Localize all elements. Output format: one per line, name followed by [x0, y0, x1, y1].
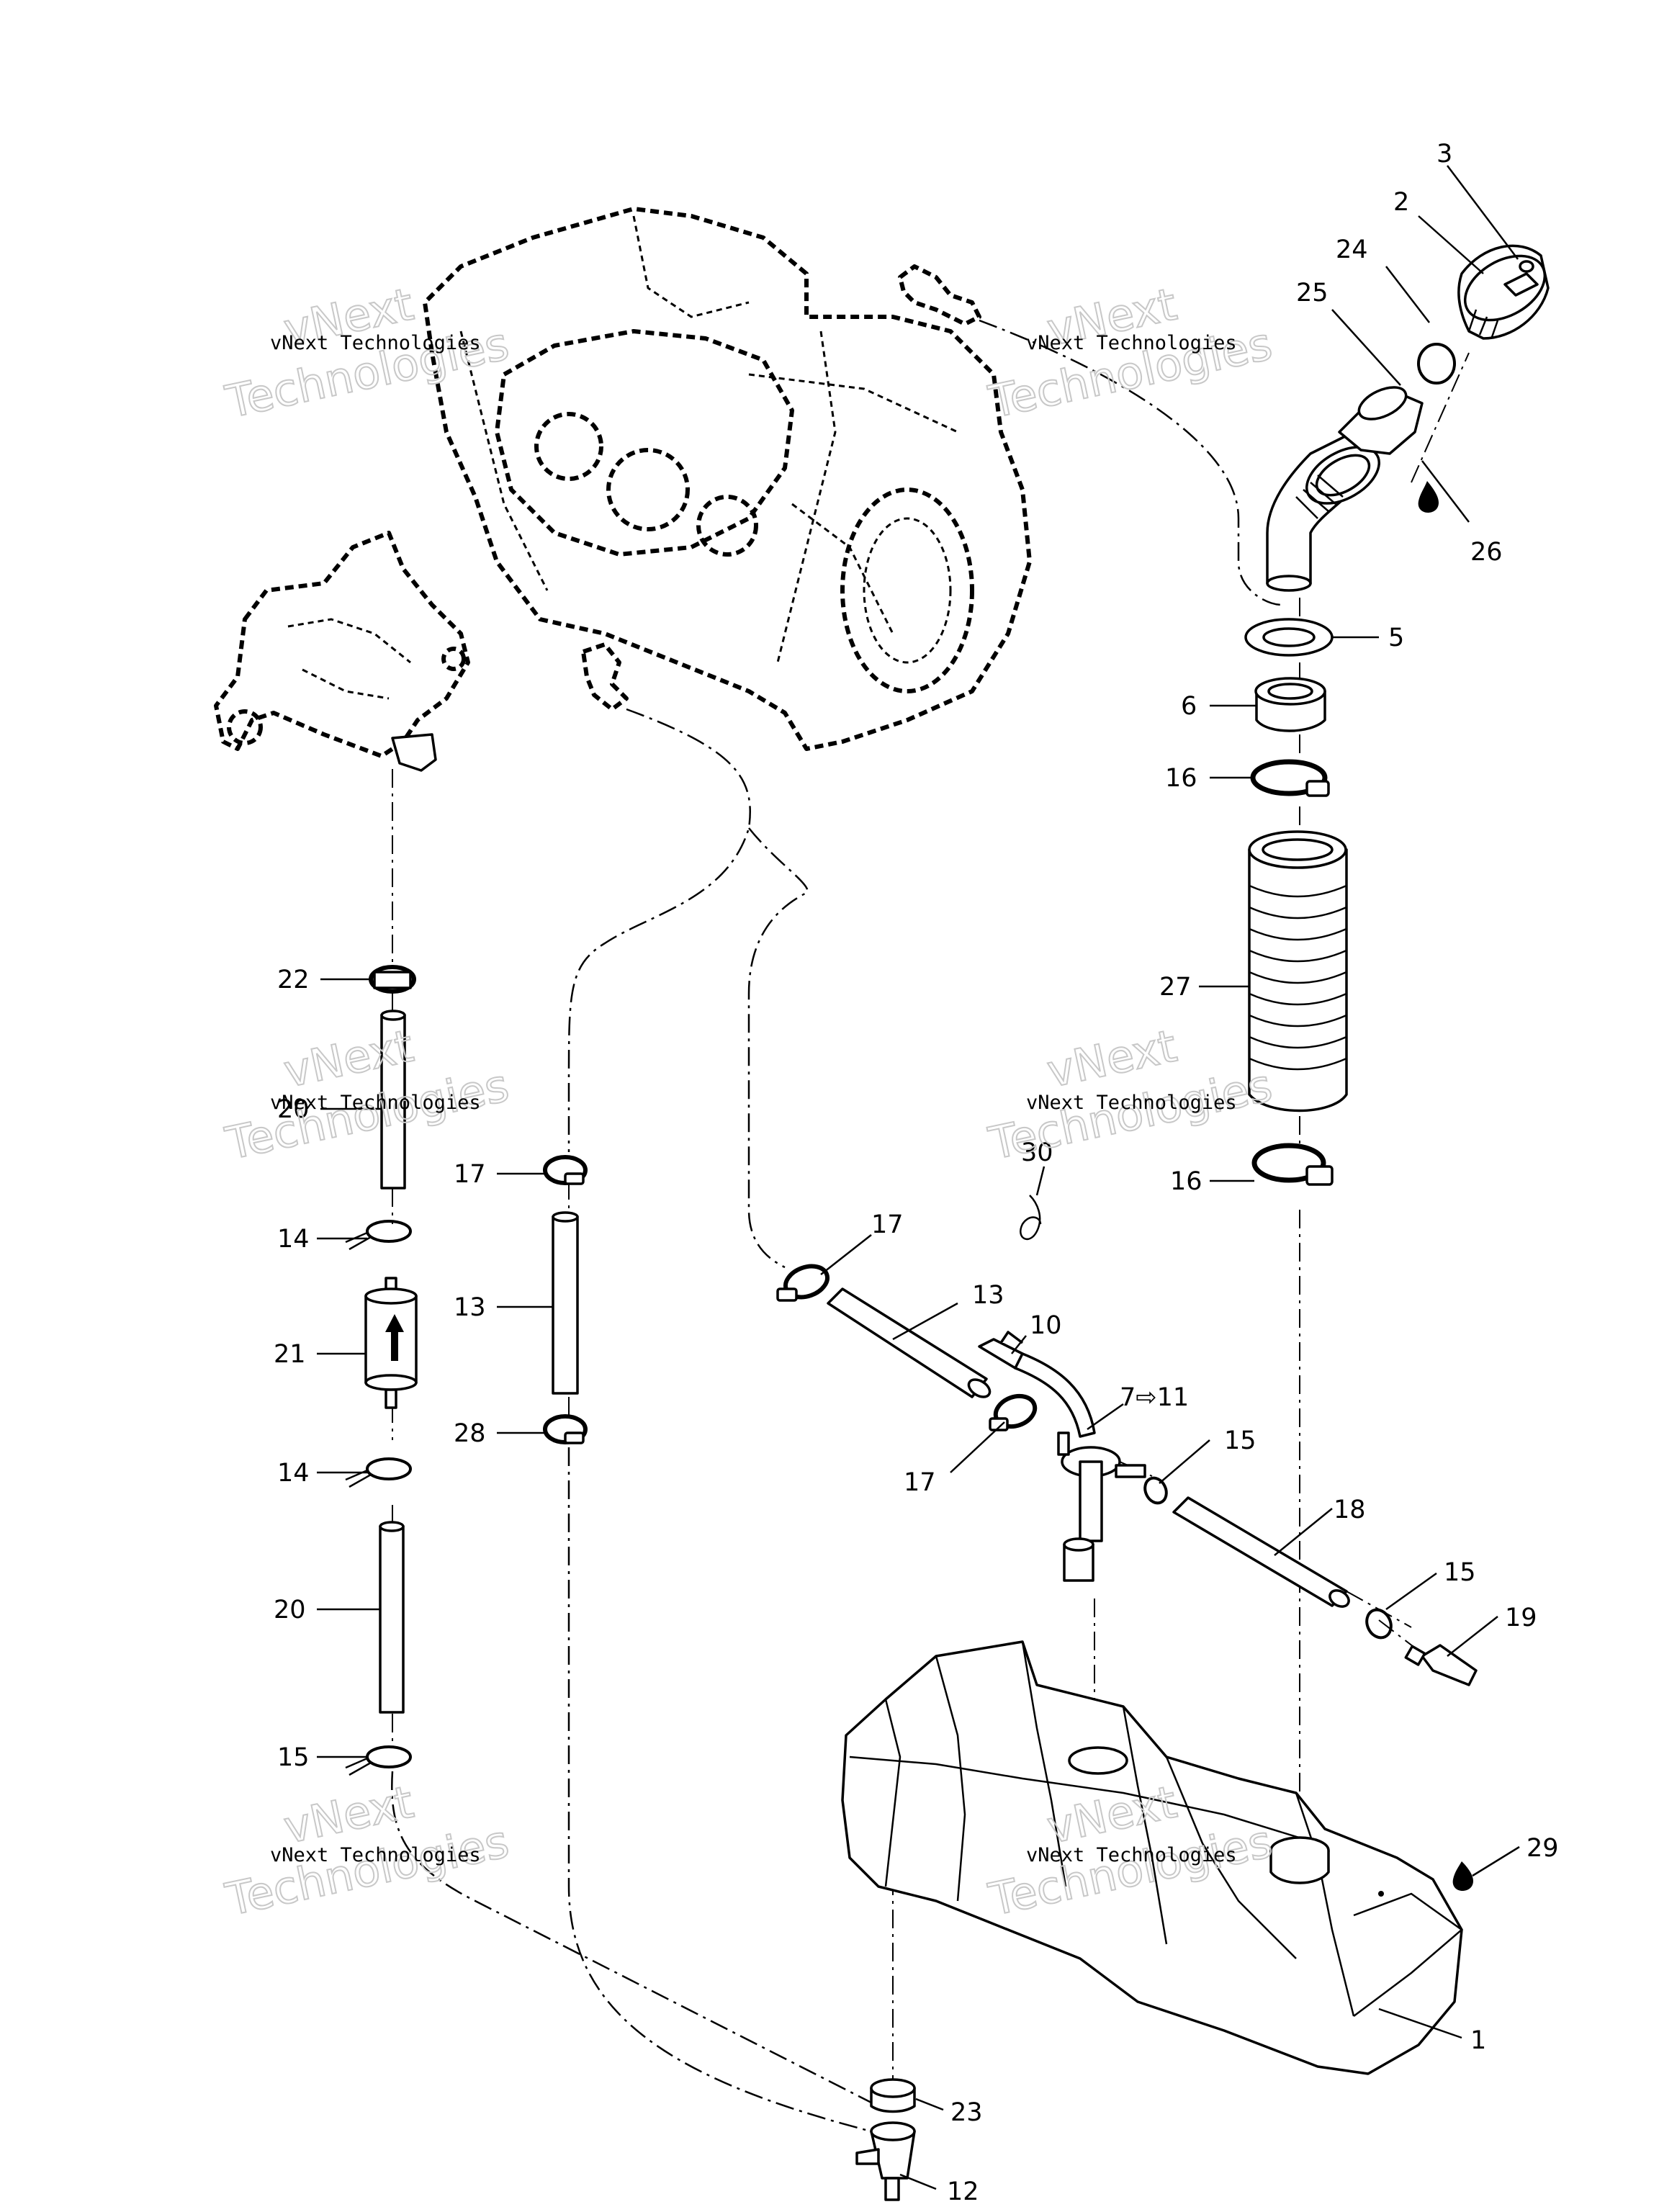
clamp-16-upper: [1250, 759, 1330, 797]
callout-21: 21: [274, 1340, 306, 1369]
callout-19: 19: [1505, 1604, 1537, 1632]
callout-18: 18: [1334, 1496, 1366, 1524]
watermark-top-left: vNext Technologies vNext Technologies: [220, 277, 514, 429]
callout-13-middle: 13: [454, 1293, 486, 1322]
callout-10: 10: [1030, 1311, 1062, 1340]
clamp-17-upper-right: [776, 1264, 830, 1302]
watermark-bottom-left: vNext Technologies vNext Technologies: [220, 1775, 514, 1927]
callout-5: 5: [1388, 624, 1404, 652]
callout-16-lower: 16: [1170, 1167, 1202, 1196]
filler-neck-elbow: [1266, 423, 1380, 592]
callout-17-right-lower: 17: [904, 1468, 936, 1497]
watermark-top-right: vNext Technologies vNext Technologies: [984, 277, 1277, 429]
callout-3: 3: [1437, 140, 1452, 168]
grommet-23: [870, 2078, 916, 2113]
callout-29: 29: [1527, 1834, 1559, 1863]
callout-28: 28: [454, 1419, 486, 1448]
callout-1: 1: [1470, 2026, 1486, 2055]
clamp-14-upper: [345, 1220, 412, 1251]
bellows-hose-27: [1248, 830, 1348, 1112]
nut-6: [1254, 677, 1326, 732]
callout-17-right-upper: 17: [871, 1210, 904, 1239]
vent-pin-3: [1519, 260, 1534, 273]
watermark-text: vNext Technologies: [1026, 332, 1237, 354]
fuel-tank-1: [841, 1640, 1464, 2075]
fitting-19: [1404, 1644, 1478, 1686]
clamp-15-right: [1365, 1608, 1393, 1640]
callout-13-right: 13: [972, 1281, 1004, 1310]
nozzle-25: [1338, 386, 1424, 455]
callout-20-upper: 20: [277, 1095, 310, 1124]
watermark-mid-left: vNext Technologies vNext Technologies: [220, 1019, 514, 1171]
hose-20-upper: [380, 1010, 406, 1190]
hose-13-right: [827, 1287, 992, 1398]
check-valve-10: [978, 1331, 1024, 1370]
clamp-17-middle: [543, 1155, 588, 1185]
callout-leaders: [317, 165, 1520, 2190]
tee-fitting-7-11: [1014, 1352, 1146, 1582]
watermark-text: vNext Technologies: [270, 1844, 481, 1866]
callout-30: 30: [1021, 1138, 1053, 1167]
watermark-text: vNext Technologies: [270, 332, 481, 354]
engine-fitting-lower: [581, 642, 629, 711]
callout-26: 26: [1470, 538, 1503, 567]
fuel-pump-ghost-outline: [214, 531, 470, 772]
filler-cap-2: [1457, 244, 1550, 340]
callout-27: 27: [1159, 973, 1192, 1002]
callout-14-lower: 14: [277, 1459, 310, 1488]
watermark-text: vNext Technologies: [1026, 1844, 1237, 1866]
gasket-5: [1244, 618, 1334, 657]
watermark-text: vNext Technologies: [1026, 1092, 1237, 1114]
hose-20-lower: [379, 1521, 405, 1714]
hose-13-middle: [552, 1211, 579, 1395]
callout-7-11: 7⇨11: [1120, 1383, 1189, 1412]
fuel-filter-21: [364, 1277, 418, 1409]
clamp-16-lower: [1251, 1143, 1334, 1186]
callout-22: 22: [277, 966, 310, 994]
callout-14-upper: 14: [277, 1225, 310, 1254]
callout-15-left: 15: [277, 1743, 310, 1772]
clamp-15-center: [1143, 1476, 1168, 1505]
callout-6: 6: [1181, 692, 1197, 721]
callout-23: 23: [950, 2098, 983, 2127]
engine-ghost-outline: [423, 207, 1032, 751]
callout-20-lower: 20: [274, 1596, 306, 1624]
clamp-28: [543, 1414, 588, 1444]
pickup-fitting-12: [855, 2121, 916, 2201]
callout-12: 12: [947, 2177, 979, 2206]
hose-18: [1172, 1496, 1350, 1608]
callout-15-right: 15: [1444, 1558, 1476, 1587]
watermark-mid-right: vNext Technologies vNext Technologies: [984, 1019, 1277, 1171]
callout-15-center: 15: [1224, 1426, 1256, 1455]
callout-2: 2: [1393, 188, 1409, 217]
o-ring-24: [1417, 343, 1456, 385]
watermark-text: vNext Technologies: [270, 1092, 481, 1114]
callout-17-middle: 17: [454, 1160, 486, 1189]
engine-fitting-top-right: [898, 264, 981, 326]
clamp-17-lower-right: [989, 1393, 1038, 1431]
clamp-22: [369, 965, 416, 994]
clamp-15-left: [345, 1745, 412, 1776]
callout-labels: 3 2 24 25 26 5 6 16 27 16 30 17 13 10 7⇨…: [274, 140, 1559, 2206]
clamp-14-lower: [345, 1457, 412, 1488]
drop-29: [1452, 1861, 1473, 1891]
callout-25: 25: [1296, 279, 1328, 307]
drop-26: [1418, 481, 1439, 513]
callout-24: 24: [1336, 235, 1368, 264]
callout-16-upper: 16: [1165, 764, 1197, 793]
clip-30: [1020, 1195, 1042, 1240]
